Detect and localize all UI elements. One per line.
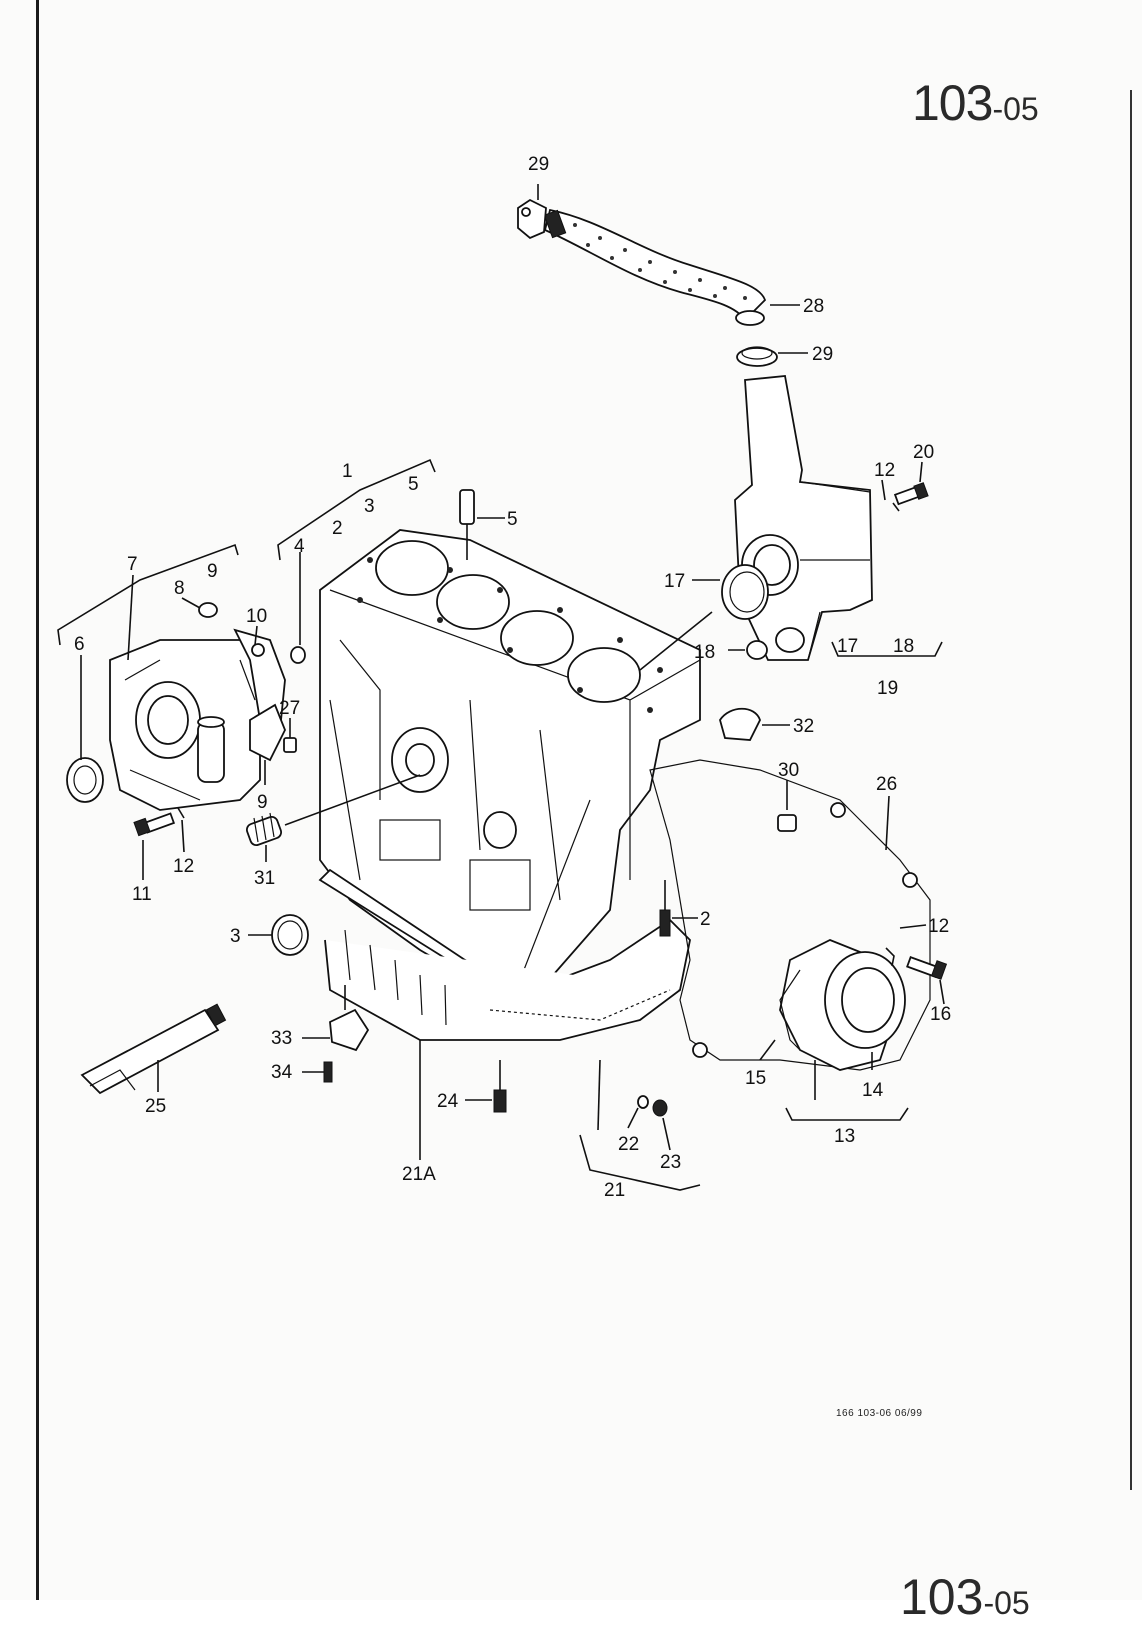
bolt-2-lower	[659, 880, 671, 937]
callout-21: 21	[604, 1180, 625, 1201]
callout-2-lower: 2	[700, 909, 711, 930]
callout-4: 4	[294, 536, 305, 557]
ring-4	[290, 646, 306, 664]
sleeve-27	[283, 737, 297, 753]
scan-edge-left	[36, 0, 39, 1600]
sealing-flange-front	[109, 639, 261, 811]
callout-19: 19	[877, 678, 898, 699]
hose-clamp-upper	[517, 198, 547, 240]
sleeve-30	[777, 814, 797, 832]
callout-29-lower: 29	[812, 344, 833, 365]
callout-34: 34	[271, 1062, 293, 1083]
callout-12-rear: 12	[928, 916, 949, 937]
cap-8	[198, 602, 218, 618]
callout-5-upper: 5	[408, 474, 419, 495]
callout-28: 28	[803, 296, 824, 317]
next-page-number-main: 103	[900, 1569, 984, 1625]
bolt-11	[133, 812, 176, 837]
sealant-tube	[80, 1003, 227, 1095]
callout-24: 24	[437, 1091, 459, 1112]
callout-25: 25	[145, 1096, 166, 1117]
callout-12-front: 12	[173, 856, 194, 877]
page-number-main: 103	[912, 75, 993, 131]
cylinder-block	[319, 529, 701, 1001]
callout-2-upper: 2	[332, 518, 343, 539]
washer-12-rear	[885, 947, 895, 967]
oil-sump	[318, 868, 691, 1041]
seal-ring-3-lower	[271, 914, 309, 956]
gasket-18	[746, 640, 768, 660]
callout-8: 8	[174, 578, 185, 599]
callout-6: 6	[74, 634, 85, 655]
callout-18-right: 18	[893, 636, 914, 657]
next-page-number: 103-05	[900, 1572, 1030, 1622]
callout-29-upper: 29	[528, 154, 549, 175]
intermediate-plate	[649, 759, 931, 1071]
callout-1: 1	[342, 461, 353, 482]
callout-20: 20	[913, 442, 934, 463]
callout-13: 13	[834, 1126, 855, 1147]
bolt-34	[323, 1061, 333, 1083]
bolt-24	[493, 1060, 507, 1113]
callout-15: 15	[745, 1068, 766, 1089]
callout-11: 11	[132, 884, 152, 905]
callout-12-upper: 12	[874, 460, 895, 481]
hose-clamp-lower	[736, 346, 778, 367]
leader-lines	[57, 184, 945, 1191]
footer-code: 166 103-06 06/99	[836, 1408, 923, 1419]
bracket-9	[249, 703, 286, 762]
callout-10: 10	[246, 606, 267, 627]
scan-edge-right	[1130, 90, 1132, 1490]
callout-31: 31	[254, 868, 275, 889]
page-number-suffix: -05	[992, 91, 1039, 127]
plug-31	[245, 812, 283, 847]
callout-16: 16	[930, 1004, 951, 1025]
callout-7: 7	[127, 554, 138, 575]
callout-21a: 21A	[402, 1164, 436, 1185]
callout-32: 32	[793, 716, 814, 737]
callout-9-upper: 9	[207, 561, 218, 582]
rear-sealing-flange	[779, 939, 906, 1071]
callout-9-lower: 9	[257, 792, 268, 813]
callout-18-left: 18	[694, 642, 715, 663]
dowel-sleeve-5	[459, 489, 475, 560]
cap-32	[719, 707, 761, 741]
callout-17-left: 17	[664, 571, 685, 592]
callout-14: 14	[862, 1080, 884, 1101]
page-number: 103-05	[912, 78, 1039, 128]
callout-23: 23	[660, 1152, 681, 1173]
washer-12-front	[177, 807, 185, 819]
callout-33: 33	[271, 1028, 292, 1049]
callout-27: 27	[279, 698, 300, 719]
callout-17-right: 17	[837, 636, 858, 657]
seal-22-plug-23	[637, 1095, 668, 1117]
callout-labels: 29 28 29 12 20 1 5 3 2 5 4 7 9 8 10 6 27…	[74, 154, 951, 1201]
callout-22: 22	[618, 1134, 639, 1155]
oil-separator-housing	[734, 375, 873, 661]
seal-ring-17	[721, 564, 769, 620]
bolt-20	[892, 482, 929, 512]
callout-5-dowel: 5	[507, 509, 518, 530]
callout-30: 30	[778, 760, 799, 781]
callout-3-upper: 3	[364, 496, 375, 517]
bolt-16	[906, 956, 948, 980]
breather-hose	[543, 208, 767, 326]
oil-level-sender-33	[329, 985, 370, 1052]
next-page-number-suffix: -05	[983, 1585, 1030, 1621]
callout-26: 26	[876, 774, 897, 795]
oil-seal-6	[66, 757, 104, 803]
callout-3-lower: 3	[230, 926, 241, 947]
